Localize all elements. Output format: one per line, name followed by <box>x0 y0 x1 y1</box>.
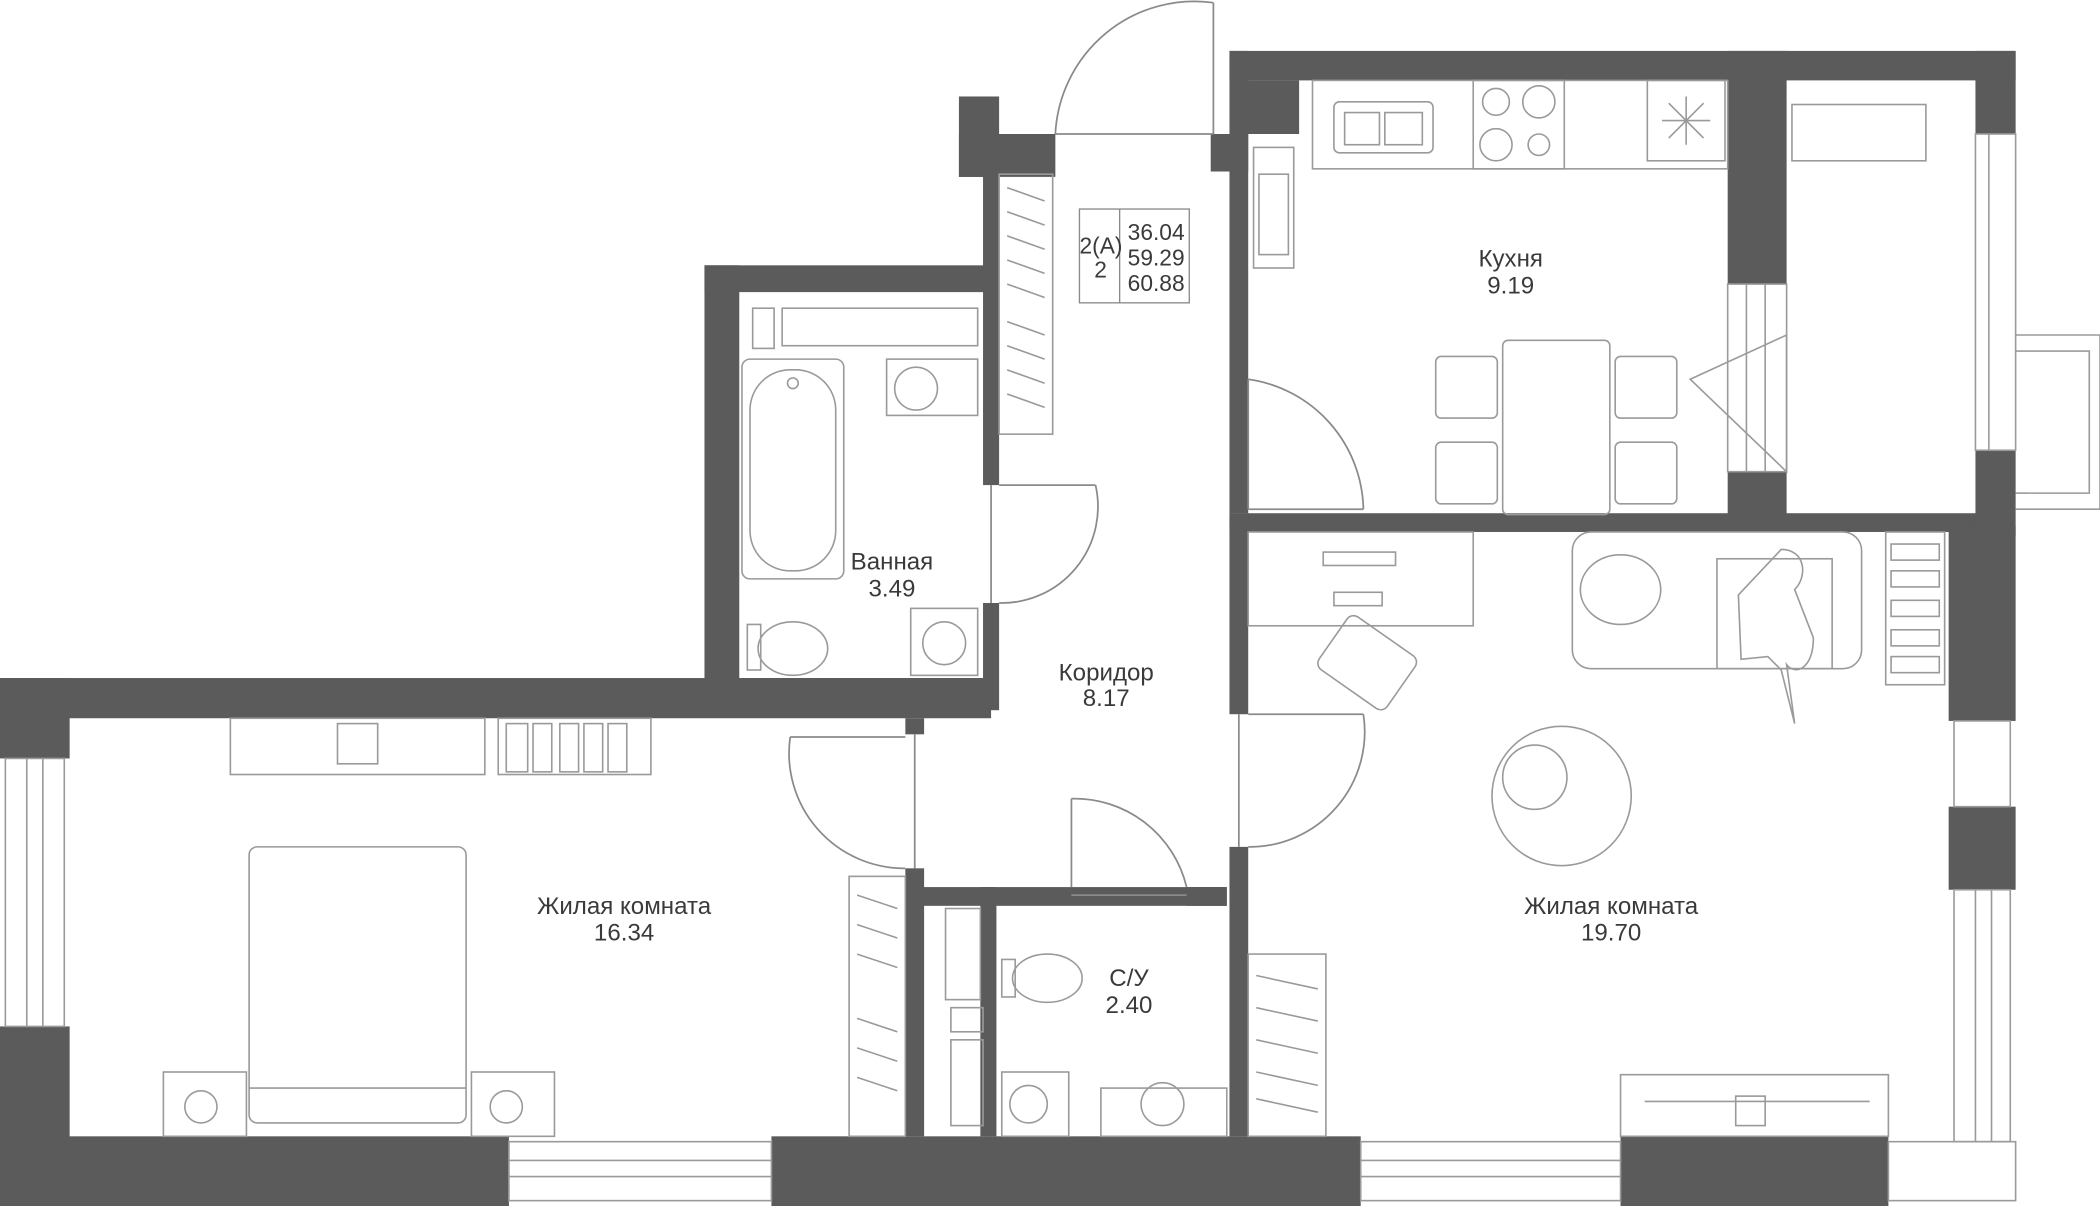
corridor-name: Коридор <box>1059 660 1154 687</box>
doors <box>788 0 1366 896</box>
living-room-area: 19.70 <box>1581 920 1641 947</box>
bedroom-area: 16.34 <box>594 920 654 947</box>
living-room-name: Жилая комната <box>1524 893 1699 920</box>
room-labels: Кухня 9.19 Ванная 3.49 Коридор 8.17 С/У … <box>537 246 1699 1019</box>
wc-area: 2.40 <box>1106 992 1153 1019</box>
bedroom-name: Жилая комната <box>537 893 712 920</box>
corridor-area: 8.17 <box>1083 685 1130 712</box>
kitchen-area: 9.19 <box>1487 272 1534 299</box>
bathroom-name: Ванная <box>851 548 934 575</box>
area-living: 36.04 <box>1128 219 1185 245</box>
apartment-info-box: 2(A) 2 36.04 59.29 60.88 <box>1078 208 1190 304</box>
wc-name: С/У <box>1109 965 1149 992</box>
apartment-type: 2(A) <box>1079 232 1122 258</box>
kitchen-name: Кухня <box>1478 246 1543 273</box>
area-with-balcony: 60.88 <box>1128 270 1185 296</box>
windows <box>4 133 2100 1202</box>
furniture <box>162 79 1946 1138</box>
apartment-rooms: 2 <box>1094 256 1107 282</box>
bathroom-area: 3.49 <box>869 575 916 602</box>
area-total: 59.29 <box>1128 244 1185 270</box>
walls <box>0 50 2016 1206</box>
